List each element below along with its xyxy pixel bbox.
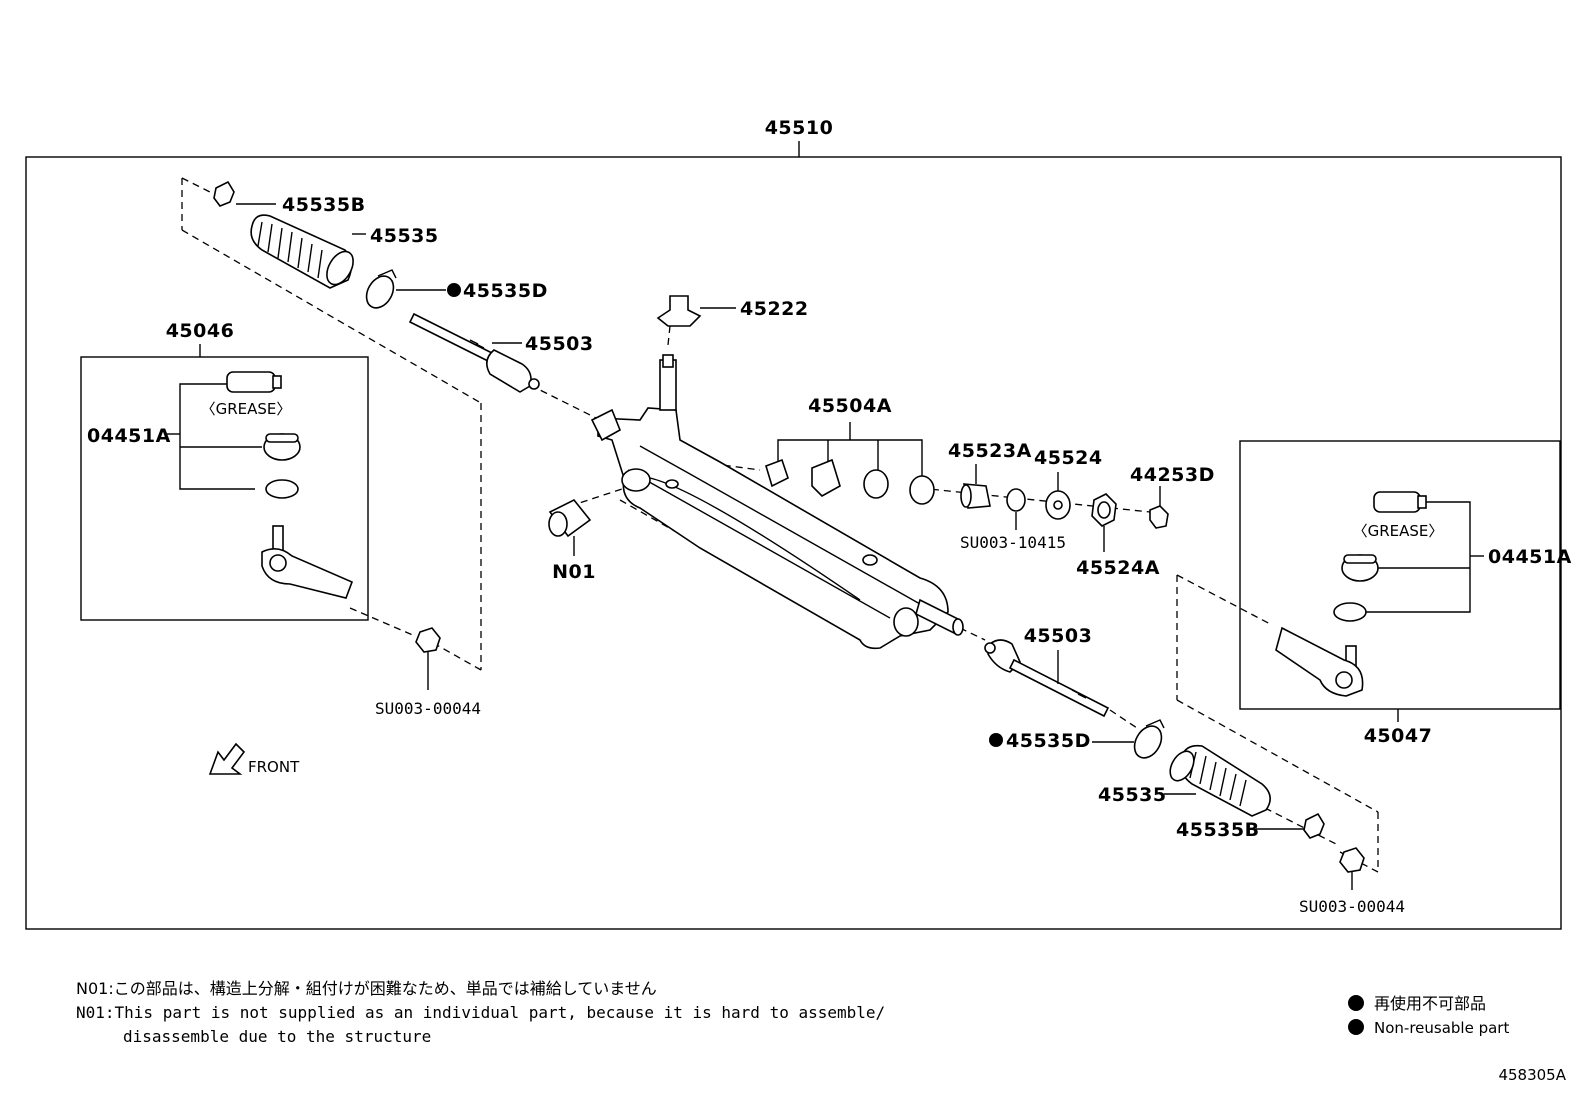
tie-rod-45503-right bbox=[984, 639, 1110, 718]
label-SU003-00044-left: SU003-00044 bbox=[375, 699, 481, 718]
label-04451A-right: 04451A bbox=[1488, 546, 1572, 568]
note-line-en-1: N01:This part is not supplied as an indi… bbox=[76, 1003, 885, 1022]
label-45510: 45510 bbox=[765, 117, 834, 139]
clamp-45535D-left bbox=[365, 269, 461, 309]
label-45047: 45047 bbox=[1364, 725, 1433, 747]
nut-right bbox=[1339, 847, 1365, 890]
cap-45222 bbox=[656, 295, 736, 346]
legend-jp: 再使用不可部品 bbox=[1374, 994, 1486, 1013]
label-45535-left: 45535 bbox=[370, 225, 439, 247]
label-SU003-10415: SU003-10415 bbox=[960, 533, 1066, 552]
label-N01: N01 bbox=[552, 561, 596, 583]
assembly-frame bbox=[25, 156, 1562, 930]
drawing-id: 458305A bbox=[1498, 1066, 1566, 1084]
front-arrow-icon bbox=[208, 742, 246, 775]
grease-label-right: 〈GREASE〉 bbox=[1353, 522, 1444, 540]
label-45503-right: 45503 bbox=[1024, 625, 1093, 647]
legend-dot-jp bbox=[1348, 995, 1364, 1011]
tie-rod-end-left bbox=[261, 525, 354, 599]
clip-45535B-left bbox=[213, 180, 276, 207]
dust-cover-left bbox=[263, 433, 301, 461]
o-ring-SU003-10415 bbox=[1006, 488, 1026, 512]
dust-cover-right bbox=[1341, 554, 1379, 582]
boot-45535-right bbox=[1164, 744, 1271, 817]
label-45504A: 45504A bbox=[808, 395, 892, 417]
label-45524A: 45524A bbox=[1076, 557, 1160, 579]
note-line-jp: N01:この部品は、構造上分解・組付けが困難なため、単品では補給していません bbox=[76, 979, 657, 998]
label-45222: 45222 bbox=[740, 298, 809, 320]
legend-dot-en bbox=[1348, 1019, 1364, 1035]
label-04451A-left: 04451A bbox=[87, 425, 171, 447]
label-45535B-right: 45535B bbox=[1176, 819, 1260, 841]
label-44253D: 44253D bbox=[1130, 464, 1215, 486]
o-ring-left bbox=[265, 479, 299, 499]
o-ring-right bbox=[1333, 602, 1367, 622]
seal-45504A-1 bbox=[765, 458, 789, 488]
label-45535B-left: 45535B bbox=[282, 194, 366, 216]
label-45535D-left: 45535D bbox=[463, 280, 548, 302]
rack-housing bbox=[590, 407, 964, 650]
label-45535-right: 45535 bbox=[1098, 784, 1167, 806]
nut-44253D bbox=[1149, 486, 1169, 529]
front-label: FRONT bbox=[248, 758, 300, 776]
label-SU003-00044-right: SU003-00044 bbox=[1299, 897, 1405, 916]
tie-rod-end-right bbox=[1275, 626, 1364, 697]
grease-tube-left bbox=[226, 371, 282, 393]
label-45503-left: 45503 bbox=[525, 333, 594, 355]
non-reusable-mark bbox=[447, 283, 461, 297]
non-reusable-mark bbox=[989, 733, 1003, 747]
tie-rod-45503-left bbox=[408, 312, 540, 393]
label-45535D-right: 45535D bbox=[1006, 730, 1091, 752]
right-kit-box bbox=[1239, 440, 1561, 710]
note-line-en-2: disassemble due to the structure bbox=[123, 1027, 431, 1046]
label-45523A: 45523A bbox=[948, 440, 1032, 462]
nut-left bbox=[415, 627, 441, 690]
bushing-N01 bbox=[548, 498, 592, 556]
label-45046: 45046 bbox=[166, 320, 235, 342]
grease-label-left: 〈GREASE〉 bbox=[201, 400, 292, 418]
seal-45504A-2 bbox=[811, 458, 841, 497]
grease-tube-right bbox=[1373, 491, 1427, 513]
boot-45535-left bbox=[250, 214, 366, 289]
left-kit-box bbox=[80, 356, 369, 621]
pinion-shaft bbox=[659, 354, 677, 411]
o-ring-45504A-2 bbox=[909, 475, 935, 505]
rack-guide-45523A bbox=[960, 464, 991, 509]
clamp-45535D-right bbox=[989, 719, 1165, 759]
cap-45524A bbox=[1091, 493, 1117, 552]
legend-en: Non-reusable part bbox=[1374, 1019, 1509, 1037]
label-45524: 45524 bbox=[1034, 447, 1103, 469]
clip-45535B-right bbox=[1256, 812, 1325, 839]
o-ring-45504A-1 bbox=[863, 469, 889, 499]
